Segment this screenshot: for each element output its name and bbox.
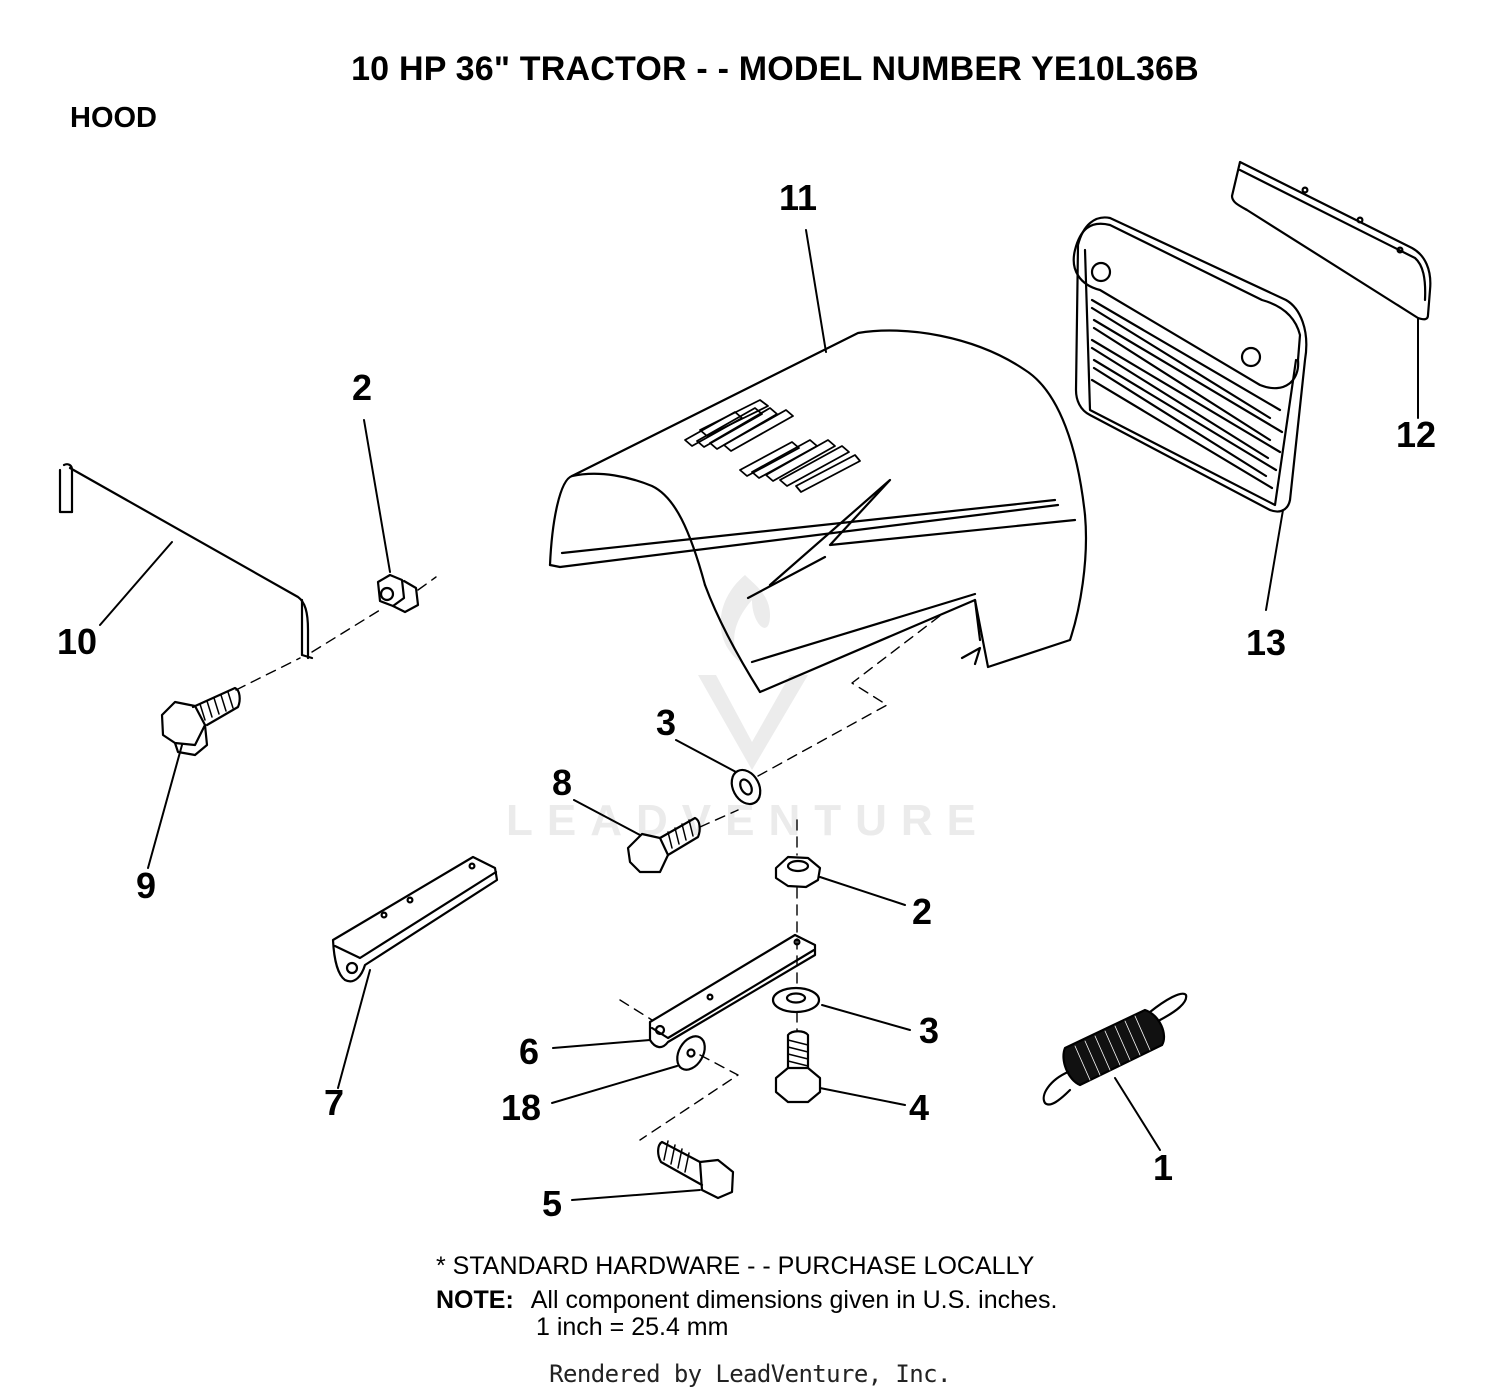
part-5-bolt	[657, 1140, 735, 1200]
callout-c7: 7	[324, 1082, 344, 1123]
leader-lines	[99, 229, 1419, 1201]
callout-labels: 11 12 13 2 10 9 3 8 2 3 7 6 18 4 1 5	[57, 177, 1436, 1224]
footer-credit: Rendered by LeadVenture, Inc.	[549, 1360, 951, 1388]
part-12-trim	[1230, 160, 1432, 321]
part-11-hood	[548, 329, 1088, 694]
part-9-bolt	[160, 686, 241, 757]
part-3-washer-lower	[771, 986, 821, 1014]
callout-c5: 5	[542, 1183, 562, 1224]
watermark-text: LEADVENTURE	[506, 796, 990, 845]
section-label: HOOD	[70, 102, 157, 134]
leadventure-watermark: LEADVENTURE	[506, 575, 990, 845]
part-10-rod	[58, 463, 314, 660]
callout-c12: 12	[1396, 414, 1436, 455]
part-1-spring	[1042, 992, 1188, 1106]
part-13-grille	[1072, 216, 1308, 513]
part-3-washer-mid	[730, 768, 762, 806]
part-18-washer	[676, 1035, 706, 1071]
part-2-nut-top	[376, 573, 420, 614]
part-7-bracket	[331, 855, 499, 983]
callout-c3a: 3	[656, 702, 676, 743]
note-label: NOTE:	[436, 1286, 514, 1314]
diagram-title: 10 HP 36" TRACTOR - - MODEL NUMBER YE10L…	[351, 50, 1199, 88]
callout-c8: 8	[552, 762, 572, 803]
assembly-dash-lines	[235, 576, 946, 1141]
callout-c1: 1	[1153, 1147, 1173, 1188]
callout-c6: 6	[519, 1031, 539, 1072]
part-6-bracket	[648, 933, 817, 1049]
callout-c10: 10	[57, 621, 97, 662]
unit-conversion-note: 1 inch = 25.4 mm	[536, 1313, 729, 1341]
callout-c9: 9	[136, 865, 156, 906]
part-2-nut-lower	[774, 855, 822, 889]
part-8-bolt	[626, 816, 701, 874]
callout-c11: 11	[779, 177, 817, 218]
part-4-bolt	[774, 1030, 822, 1104]
callout-c18: 18	[501, 1087, 541, 1128]
dimensions-note: NOTE: All component dimensions given in …	[436, 1286, 1057, 1315]
note-text: All component dimensions given in U.S. i…	[530, 1286, 1058, 1314]
standard-hardware-note: * STANDARD HARDWARE - - PURCHASE LOCALLY	[436, 1252, 1035, 1280]
callout-c4: 4	[909, 1087, 929, 1128]
callout-c3b: 3	[919, 1010, 939, 1051]
callout-c13: 13	[1246, 622, 1286, 663]
callout-c2a: 2	[352, 367, 372, 408]
callout-c2b: 2	[912, 891, 932, 932]
